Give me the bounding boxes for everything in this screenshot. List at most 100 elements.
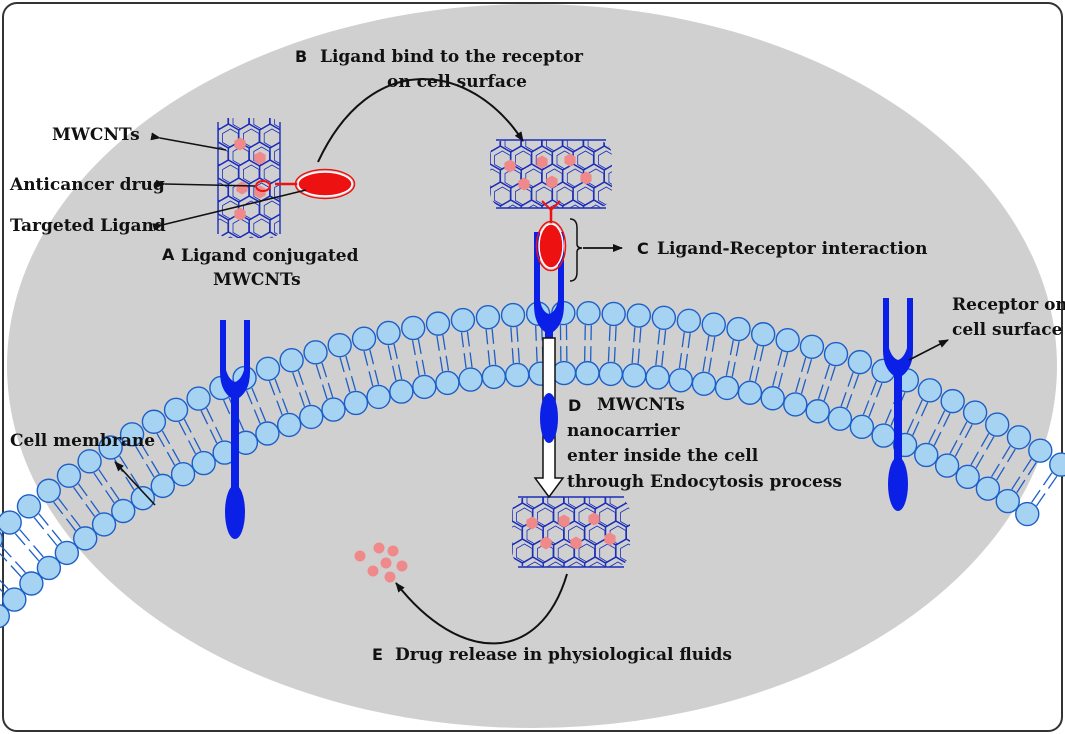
lipid-head — [2, 587, 27, 612]
step-c-letter: C — [637, 239, 649, 258]
lipid-head — [19, 571, 44, 596]
step-e-letter: E — [372, 645, 383, 664]
interaction-bracket — [569, 218, 583, 282]
nanotubes — [217, 118, 630, 568]
bound-ligand-icon — [535, 200, 567, 272]
lipid-head — [871, 423, 896, 448]
lipid-head — [940, 388, 965, 414]
lipid-head — [279, 348, 304, 373]
lipid-head — [111, 498, 136, 524]
step-a-letter: A — [162, 245, 175, 264]
lipid-head — [98, 435, 123, 460]
lipid-head — [805, 399, 830, 424]
label-cell-membrane: Cell membrane — [10, 431, 155, 451]
lipid-head — [191, 450, 216, 476]
lipid-head — [598, 361, 624, 387]
lipid-head — [0, 604, 10, 629]
curved-arrow-a-to-b — [317, 78, 524, 163]
lipid-head — [435, 370, 460, 396]
step-b-line2: on cell surface — [387, 72, 527, 92]
lipid-head — [77, 449, 102, 474]
lipid-head — [500, 302, 526, 328]
lipid-head — [0, 510, 22, 535]
lipid-head — [504, 362, 530, 388]
lipid-head — [622, 363, 647, 388]
lipid-head — [917, 378, 943, 403]
lipid-head — [1028, 438, 1053, 463]
step-a-line1: Ligand conjugated — [181, 246, 359, 266]
label-receptor-line2: cell surface — [952, 320, 1063, 340]
lipid-head — [91, 512, 117, 537]
label-anticancer-drug: Anticancer drug — [9, 175, 165, 195]
lipid-head — [170, 461, 196, 487]
step-d-line1: MWCNTs — [597, 395, 685, 415]
lipid-head — [327, 332, 352, 358]
lipid-head — [56, 463, 82, 488]
lipid-head — [163, 397, 189, 423]
lipid-head — [255, 421, 280, 446]
lipid-head — [914, 442, 939, 468]
lipid-head — [827, 406, 853, 431]
lipid-head — [0, 531, 4, 548]
lipid-head — [54, 540, 80, 566]
lipid-head — [321, 397, 346, 422]
lipid-head — [16, 494, 42, 519]
lipid-head — [601, 301, 626, 327]
lipid-head — [130, 485, 156, 511]
lipid-head — [475, 305, 501, 330]
receptor-tail — [540, 393, 558, 443]
nanotube-icon — [512, 496, 630, 568]
step-d-letter: D — [568, 396, 581, 415]
lipid-head — [799, 334, 825, 359]
step-c-line1: Ligand-Receptor interaction — [657, 239, 928, 259]
lipid-head — [412, 374, 437, 400]
lipid-head — [676, 308, 702, 334]
lipid-head — [985, 412, 1010, 437]
lipid-head — [481, 364, 507, 390]
lipid-head — [645, 365, 670, 390]
lipid-head — [823, 341, 849, 367]
lipid-head — [701, 312, 726, 337]
lipid-head — [343, 390, 369, 416]
pointer-anticancer-drug — [155, 179, 256, 188]
lipid-head — [626, 303, 651, 328]
lipid-head — [376, 320, 401, 346]
receptor-icon — [883, 298, 913, 511]
lipid-head — [36, 478, 61, 503]
ligand-icon — [255, 168, 356, 200]
lipid-head — [141, 409, 167, 434]
lipid-head — [186, 386, 211, 411]
lipid-head — [276, 412, 302, 438]
lipid-head — [36, 555, 62, 581]
lipid-head — [351, 326, 377, 351]
lipid-head — [995, 488, 1020, 514]
lipid-head — [551, 360, 577, 386]
receptor-icon — [220, 320, 250, 539]
receptor-icon — [534, 232, 564, 345]
lipid-head — [576, 300, 601, 326]
lipid-head — [299, 404, 324, 430]
step-d-line4: through Endocytosis process — [567, 472, 842, 492]
drug-particle-icon — [354, 542, 408, 583]
lipid-heads — [0, 300, 1065, 629]
label-mwcnts: MWCNTs — [52, 125, 140, 145]
lipid-head — [303, 340, 328, 365]
pointer-receptor — [908, 339, 949, 361]
lipid-head — [119, 422, 145, 447]
lipid-head — [73, 526, 98, 551]
lipid-head — [847, 349, 873, 375]
lipid-tails — [0, 325, 1058, 594]
lipid-head — [691, 371, 717, 396]
lipid-head — [737, 380, 763, 405]
receptors — [220, 232, 913, 539]
cell-membrane-bilayer — [0, 300, 1065, 629]
lipid-head — [366, 384, 391, 410]
curved-arrow-to-release — [395, 573, 568, 645]
lipid-head — [1049, 452, 1065, 477]
step-d-line2: nanocarrier — [567, 421, 681, 441]
lipid-head — [714, 375, 740, 401]
lipid-head — [783, 392, 808, 417]
step-a-line2: MWCNTs — [213, 270, 301, 290]
